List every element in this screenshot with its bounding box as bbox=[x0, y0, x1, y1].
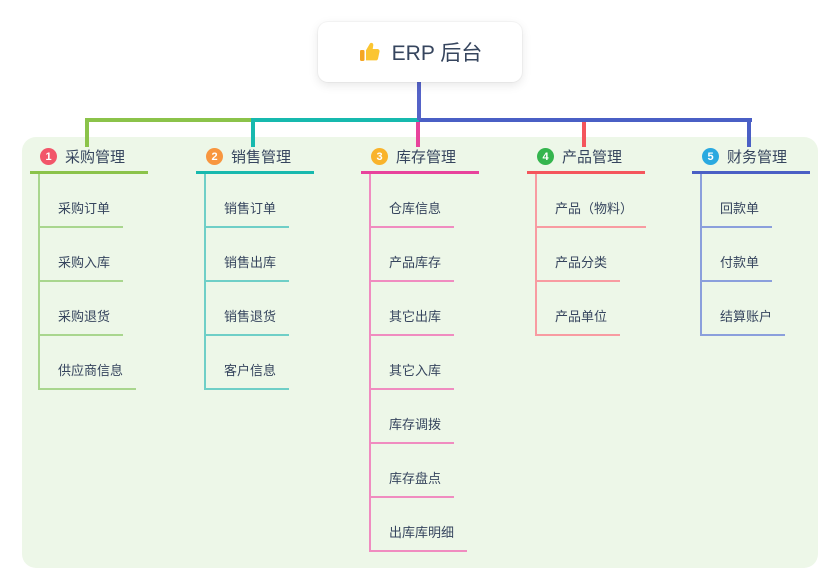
leaf-node-row: 其它入库 bbox=[361, 336, 487, 390]
branch-drop-line bbox=[251, 118, 255, 147]
branch-header[interactable]: 5 财务管理 bbox=[692, 147, 810, 174]
branch-children: 仓库信息产品库存其它出库其它入库库存调拨库存盘点出库库明细 bbox=[361, 174, 487, 552]
leaf-node[interactable]: 产品库存 bbox=[369, 252, 455, 282]
leaf-node[interactable]: 采购入库 bbox=[38, 252, 124, 282]
branch-number-badge: 3 bbox=[371, 148, 388, 165]
leaf-node[interactable]: 付款单 bbox=[700, 252, 773, 282]
leaf-node[interactable]: 供应商信息 bbox=[38, 360, 137, 390]
leaf-node-row: 产品分类 bbox=[527, 228, 653, 282]
leaf-node[interactable]: 采购退货 bbox=[38, 306, 124, 336]
leaf-node[interactable]: 产品分类 bbox=[535, 252, 621, 282]
branch-label: 销售管理 bbox=[231, 149, 292, 166]
leaf-node[interactable]: 库存盘点 bbox=[369, 468, 455, 498]
branch-number-badge: 2 bbox=[206, 148, 223, 165]
leaf-node[interactable]: 采购订单 bbox=[38, 198, 124, 228]
thumbs-up-icon bbox=[359, 42, 380, 61]
branch-column: 4 产品管理 产品（物料） 产品分类产品单位 bbox=[527, 118, 653, 336]
leaf-node[interactable]: 销售出库 bbox=[204, 252, 290, 282]
root-node-title: ERP 后台 bbox=[391, 42, 483, 65]
leaf-node[interactable]: 出库库明细 bbox=[369, 522, 468, 552]
branch-number-badge: 5 bbox=[702, 148, 719, 165]
leaf-node-row: 仓库信息 bbox=[361, 174, 487, 228]
branch-header[interactable]: 4 产品管理 bbox=[527, 147, 645, 174]
leaf-node[interactable]: 回款单 bbox=[700, 198, 773, 228]
branch-trunk-line bbox=[369, 174, 371, 552]
leaf-node[interactable]: 库存调拨 bbox=[369, 414, 455, 444]
leaf-node[interactable]: 产品（物料） bbox=[535, 198, 647, 228]
leaf-node[interactable]: 其它入库 bbox=[369, 360, 455, 390]
branch-trunk-line bbox=[38, 174, 40, 390]
branch-column: 5 财务管理 回款单付款单结算账户 bbox=[692, 118, 818, 336]
leaf-node-row: 付款单 bbox=[692, 228, 818, 282]
leaf-node-row: 采购入库 bbox=[30, 228, 156, 282]
leaf-node[interactable]: 产品单位 bbox=[535, 306, 621, 336]
leaf-node-row: 产品单位 bbox=[527, 282, 653, 336]
branch-header[interactable]: 1 采购管理 bbox=[30, 147, 148, 174]
leaf-node-row: 库存盘点 bbox=[361, 444, 487, 498]
branch-number-badge: 1 bbox=[40, 148, 57, 165]
root-connector-line bbox=[417, 82, 421, 120]
branch-children: 销售订单销售出库销售退货客户信息 bbox=[196, 174, 322, 390]
branch-header[interactable]: 3 库存管理 bbox=[361, 147, 479, 174]
leaf-node[interactable]: 其它出库 bbox=[369, 306, 455, 336]
leaf-node-row: 回款单 bbox=[692, 174, 818, 228]
leaf-node-row: 采购退货 bbox=[30, 282, 156, 336]
branch-drop-line bbox=[582, 118, 586, 147]
leaf-node-row: 其它出库 bbox=[361, 282, 487, 336]
bus-line-purchase bbox=[86, 118, 253, 122]
branch-column: 1 采购管理 采购订单采购入库采购退货供应商信息 bbox=[30, 118, 156, 390]
branch-children: 采购订单采购入库采购退货供应商信息 bbox=[30, 174, 156, 390]
branch-column: 3 库存管理 仓库信息产品库存其它出库其它入库库存调拨库存盘点出库库明细 bbox=[361, 118, 487, 552]
branch-column: 2 销售管理 销售订单销售出库销售退货客户信息 bbox=[196, 118, 322, 390]
leaf-node[interactable]: 客户信息 bbox=[204, 360, 290, 390]
branch-trunk-line bbox=[204, 174, 206, 390]
branch-label: 财务管理 bbox=[727, 149, 788, 166]
branch-trunk-line bbox=[535, 174, 537, 336]
leaf-node-row: 客户信息 bbox=[196, 336, 322, 390]
leaf-node-row: 供应商信息 bbox=[30, 336, 156, 390]
branch-drop-line bbox=[747, 118, 751, 147]
branch-trunk-line bbox=[700, 174, 702, 336]
branch-label: 库存管理 bbox=[396, 149, 457, 166]
leaf-node-row: 结算账户 bbox=[692, 282, 818, 336]
bus-line-finance bbox=[419, 118, 752, 122]
branch-children: 产品（物料） 产品分类产品单位 bbox=[527, 174, 653, 336]
branch-drop-line bbox=[416, 118, 420, 147]
branch-drop-line bbox=[85, 118, 89, 147]
bus-line-sales bbox=[251, 118, 419, 122]
branch-label: 采购管理 bbox=[65, 149, 126, 166]
leaf-node-row: 采购订单 bbox=[30, 174, 156, 228]
leaf-node-row: 产品库存 bbox=[361, 228, 487, 282]
leaf-node-row: 库存调拨 bbox=[361, 390, 487, 444]
leaf-node-row: 销售订单 bbox=[196, 174, 322, 228]
leaf-node-row: 产品（物料） bbox=[527, 174, 653, 228]
leaf-node-row: 出库库明细 bbox=[361, 498, 487, 552]
branch-children: 回款单付款单结算账户 bbox=[692, 174, 818, 336]
branch-number-badge: 4 bbox=[537, 148, 554, 165]
leaf-node-row: 销售出库 bbox=[196, 228, 322, 282]
leaf-node[interactable]: 销售订单 bbox=[204, 198, 290, 228]
leaf-node[interactable]: 结算账户 bbox=[700, 306, 786, 336]
leaf-node-row: 销售退货 bbox=[196, 282, 322, 336]
root-node-erp[interactable]: ERP 后台 bbox=[318, 22, 522, 82]
branch-label: 产品管理 bbox=[562, 149, 623, 166]
leaf-node[interactable]: 销售退货 bbox=[204, 306, 290, 336]
leaf-node[interactable]: 仓库信息 bbox=[369, 198, 455, 228]
branch-header[interactable]: 2 销售管理 bbox=[196, 147, 314, 174]
